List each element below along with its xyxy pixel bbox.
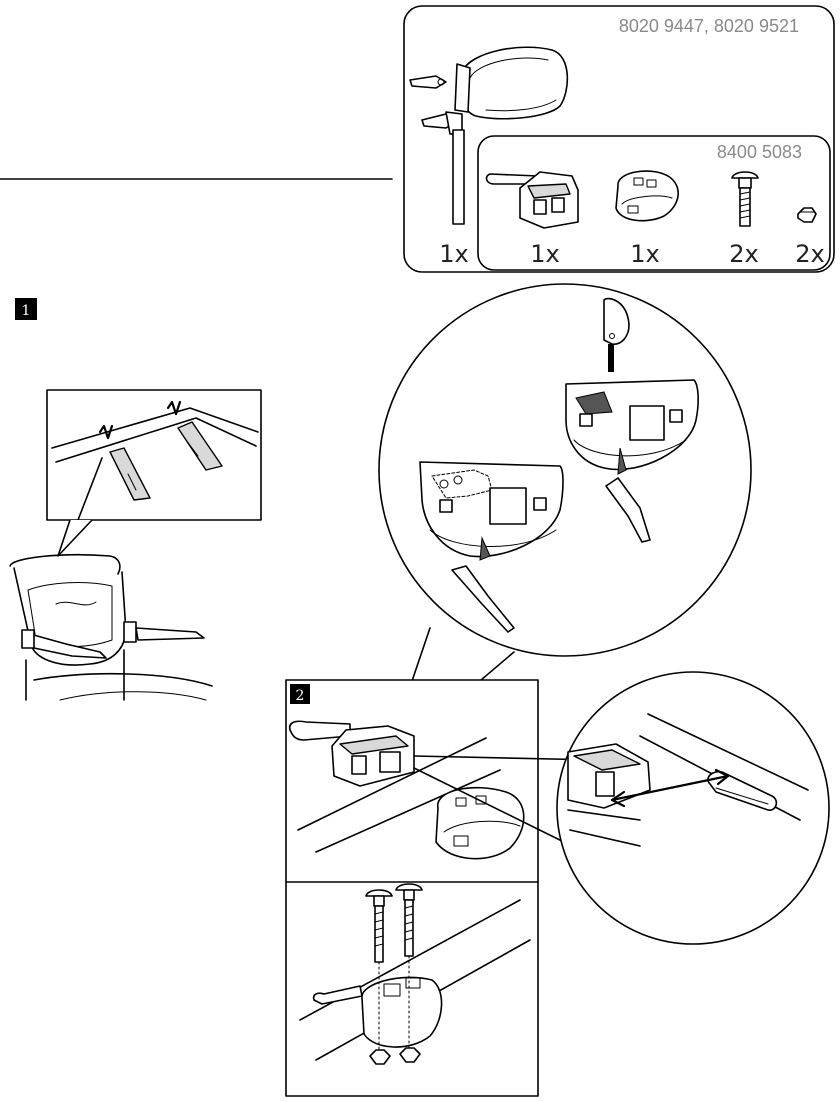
step-1-badge <box>15 298 37 320</box>
kit-contents-box: 8020 9447, 8020 9521 1x 8400 5083 1x <box>403 5 835 273</box>
step-1: 1 <box>9 298 262 701</box>
slot-detail-magnifier <box>556 671 830 945</box>
step-1-number: 1 <box>22 303 31 319</box>
magnifier-circle <box>378 283 752 657</box>
hardware-part-number: 8400 5083 <box>717 142 802 162</box>
slot-magnifier-circle <box>556 671 830 945</box>
clamp-shell-quantity: 1x <box>630 240 659 268</box>
step-2a-clamp-on-tube <box>288 720 525 860</box>
step-1-detail-callout <box>46 389 262 521</box>
bolt-illustration <box>731 171 759 227</box>
clamp-positioned-view <box>419 461 564 633</box>
step-2-magnified-view <box>378 283 752 743</box>
step-2-number: 2 <box>296 688 305 704</box>
clamp-quantity: 1x <box>530 240 559 268</box>
step-2-badge <box>290 684 310 704</box>
backrest-tube-detail <box>51 400 259 521</box>
nut-illustration <box>797 207 817 223</box>
clamp-shell-illustration <box>615 170 679 222</box>
nut-quantity: 2x <box>795 240 824 268</box>
step-2b-bolt-assembly <box>299 883 531 1065</box>
step-2: 2 <box>285 679 601 1097</box>
clamp-with-lever-illustration <box>485 171 579 229</box>
clamp-inserting-view <box>565 297 699 543</box>
headrest-part-numbers: 8020 9447, 8020 9521 <box>619 16 799 36</box>
bolt-quantity: 2x <box>729 240 758 268</box>
callout-pointer <box>57 519 93 557</box>
wheelchair-backrest-illustration <box>9 553 213 701</box>
headrest-illustration <box>409 46 569 225</box>
alignment-arrow <box>610 774 730 802</box>
headrest-quantity: 1x <box>439 240 468 268</box>
